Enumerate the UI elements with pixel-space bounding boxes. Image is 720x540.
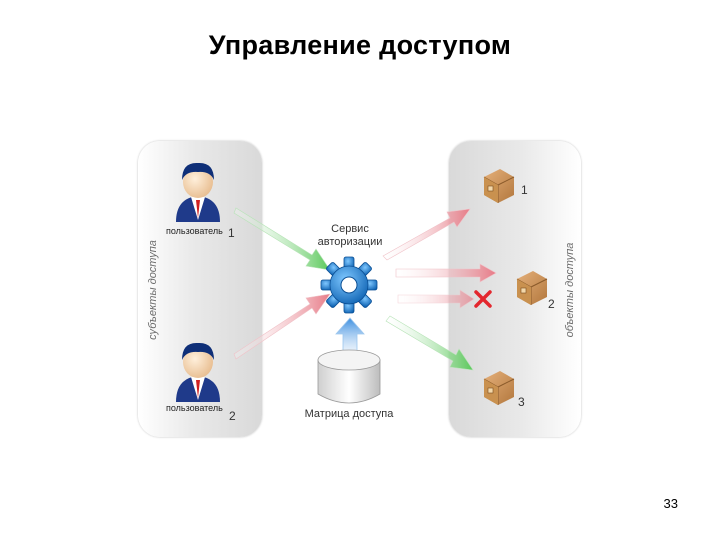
arrow-user2-to-service (233, 293, 331, 360)
page-number: 33 (663, 496, 678, 511)
user-1-label: пользователь (166, 226, 223, 236)
object-3-box-icon (483, 370, 515, 406)
service-label-line1: Сервис (331, 223, 369, 235)
object-1-box-icon (483, 168, 515, 204)
object-1-number: 1 (521, 183, 528, 197)
arrow-user1-to-service (233, 207, 331, 271)
object-2-box-icon (516, 270, 548, 306)
arrow-service-to-object-2 (395, 263, 497, 283)
user-2-icon (176, 342, 220, 402)
slide-title: Управление доступом (208, 30, 512, 60)
gear-icon (320, 256, 378, 314)
arrow-service-to-object-3 (385, 315, 474, 371)
user-2-label: пользователь (166, 403, 223, 413)
objects-panel (449, 141, 581, 437)
arrow-service-to-object-1 (382, 208, 471, 261)
service-label: Сервис авторизации (300, 223, 400, 249)
object-2-number: 2 (548, 297, 555, 311)
service-label-line2: авторизации (317, 236, 383, 248)
user-2-number: 2 (229, 409, 236, 423)
user-1-icon (176, 162, 220, 222)
arrow-service-to-object-2-denied (397, 289, 475, 309)
user-1-number: 1 (228, 226, 235, 240)
matrix-label: Матрица доступа (304, 408, 394, 420)
object-3-number: 3 (518, 395, 525, 409)
database-icon (317, 349, 381, 404)
deny-mark-icon (474, 290, 492, 308)
